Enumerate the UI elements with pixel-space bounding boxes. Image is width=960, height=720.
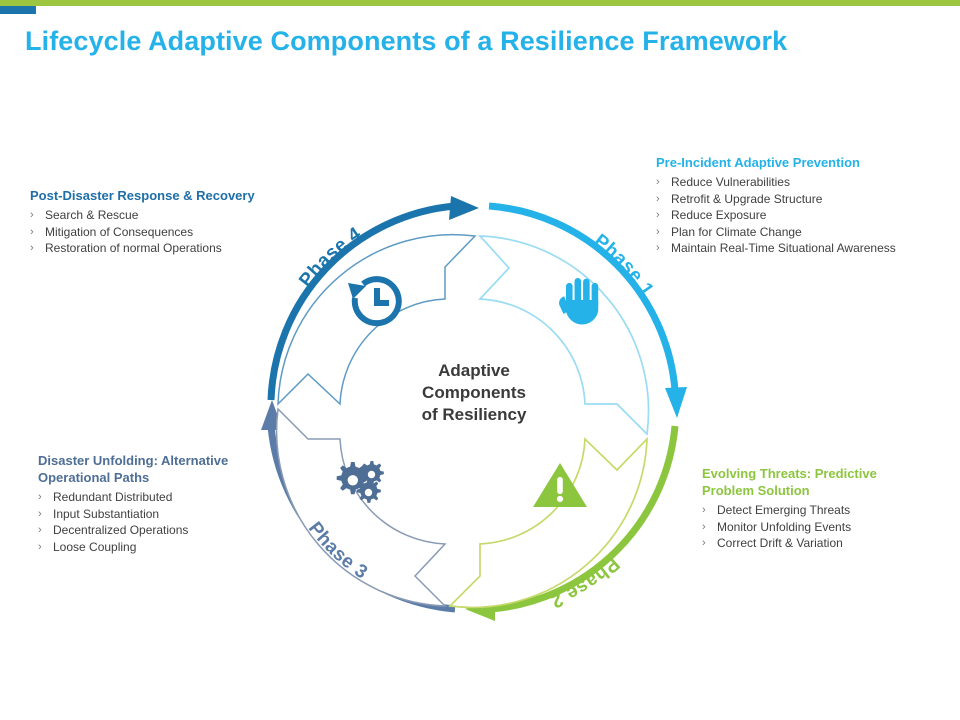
list-item-label: Correct Drift & Variation [717,536,843,550]
text-block-evolving-threats: Evolving Threats: Predictive Problem Sol… [702,465,927,552]
text-block-heading: Disaster Unfolding: Alternative Operatio… [38,453,229,485]
list-item: › Plan for Climate Change [656,224,896,241]
text-block-post-disaster: Post-Disaster Response & Recovery › Searc… [30,188,255,257]
list-item-label: Maintain Real-Time Situational Awareness [671,241,896,255]
center-line-1: Adaptive [438,361,510,380]
center-line-2: Components [422,383,526,402]
text-block-pre-incident: Pre-Incident Adaptive Prevention › Reduce… [656,155,896,257]
text-block-heading: Evolving Threats: Predictive Problem Sol… [702,466,877,498]
petal-group [275,233,650,609]
chevron-right-icon: › [702,520,706,533]
list-item-label: Monitor Unfolding Events [717,519,852,534]
hand-icon [559,278,599,325]
chevron-right-icon: › [656,209,660,221]
list-item-label: Retrofit & Upgrade Structure [671,191,823,206]
list-item-label: Reduce Exposure [671,208,767,222]
page-title: Lifecycle Adaptive Components of a Resil… [25,26,788,56]
chevron-right-icon: › [38,491,42,503]
list-item: › Mitigation of Consequences [30,224,255,241]
chevron-right-icon: › [656,176,660,188]
chevron-right-icon: › [30,242,34,254]
warning-triangle-icon [533,463,587,507]
list-item-label: Reduce Vulnerabilities [671,175,790,189]
list-item: › Reduce Vulnerabilities [656,174,896,191]
top-accent-bar-blue [0,6,36,14]
bullet-list: › Search & Rescue › Mitigation of Conseque… [30,207,255,257]
diagram-center-label: Adaptive Components of Resiliency [369,360,579,426]
list-item-label: Restoration of normal Operations [45,241,222,255]
center-line-3: of Resiliency [421,405,527,424]
chevron-right-icon: › [38,540,42,553]
list-item: › Redundant Distributed [38,489,273,506]
chevron-right-icon: › [38,507,42,520]
list-item: › Maintain Real-Time Situational Awarenes… [656,240,896,257]
gears-icon [336,461,384,503]
chevron-right-icon: › [30,225,34,238]
list-item-label: Redundant Distributed [53,490,173,504]
petal-phase-3-shape [275,407,447,607]
arc-phase-4 [267,196,479,401]
arc-phase-1 [488,202,687,418]
list-item: › Reduce Exposure [656,207,896,224]
chevron-right-icon: › [702,537,706,549]
chevron-right-icon: › [30,209,34,221]
text-block-disaster-unfolding: Disaster Unfolding: Alternative Operatio… [38,452,273,555]
chevron-right-icon: › [656,225,660,238]
bullet-list: › Redundant Distributed › Input Substantia… [38,489,273,555]
list-item: › Detect Emerging Threats [702,502,927,519]
text-block-heading: Post-Disaster Response & Recovery [30,188,255,203]
top-accent-bar-green [0,0,960,6]
list-item: › Monitor Unfolding Events [702,519,927,536]
chevron-right-icon: › [656,192,660,205]
petal-phase-4-shape [277,233,477,406]
chevron-right-icon: › [38,524,42,536]
list-item-label: Decentralized Operations [53,523,189,537]
bullet-list: › Detect Emerging Threats › Monitor Unfold… [702,502,927,552]
text-block-heading: Pre-Incident Adaptive Prevention [656,155,860,170]
list-item-label: Mitigation of Consequences [45,224,194,239]
list-item: › Search & Rescue [30,207,255,224]
chevron-right-icon: › [702,504,706,516]
list-item-label: Plan for Climate Change [671,224,802,239]
list-item-label: Search & Rescue [45,208,139,222]
list-item: › Loose Coupling [38,539,273,556]
cycle-diagram: Phase 1 Phase 2 Phase 3 Phase 4 [233,168,713,638]
list-item: › Input Substantiation [38,506,273,523]
list-item: › Retrofit & Upgrade Structure [656,191,896,208]
bullet-list: › Reduce Vulnerabilities › Retrofit & Upgr… [656,174,896,257]
list-item: › Restoration of normal Operations [30,240,255,257]
petal-phase-1-shape [478,235,650,436]
list-item-label: Detect Emerging Threats [717,503,851,517]
list-item-label: Loose Coupling [53,539,137,554]
chevron-right-icon: › [656,242,660,254]
petal-phase-2-shape [448,436,648,609]
list-item: › Decentralized Operations [38,522,273,539]
list-item-label: Input Substantiation [53,506,160,521]
restore-clock-icon [348,276,402,327]
list-item: › Correct Drift & Variation [702,535,927,552]
